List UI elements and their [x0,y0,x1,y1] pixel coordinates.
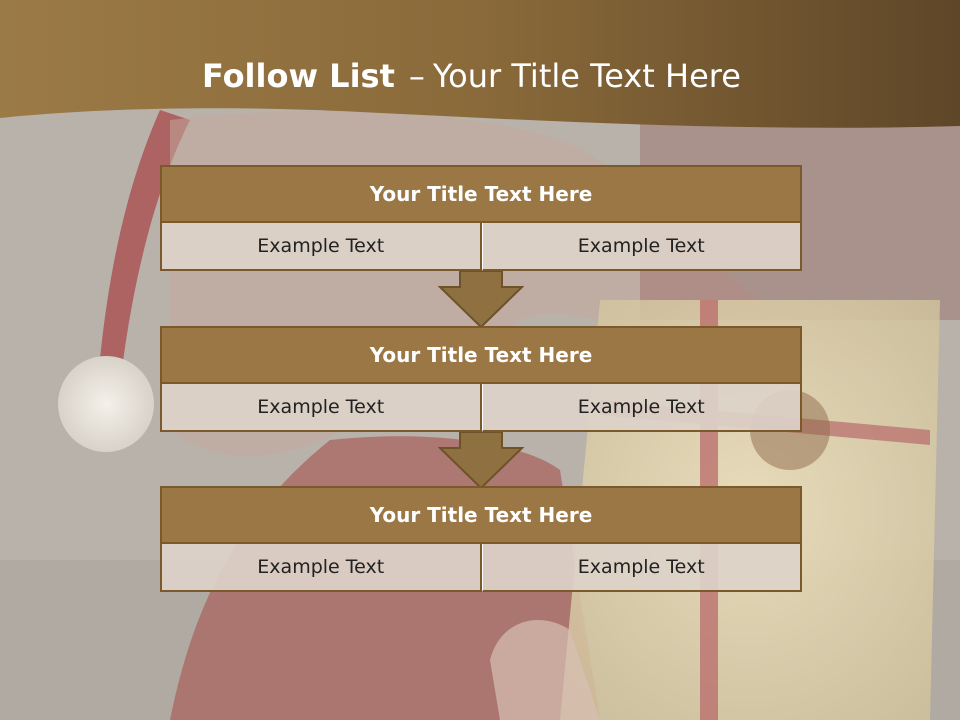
block-cell-left: Example Text [160,223,482,271]
block-title: Your Title Text Here [160,165,802,223]
block-row: Example Text Example Text [160,223,802,271]
block-title: Your Title Text Here [160,486,802,544]
block-title: Your Title Text Here [160,326,802,384]
block-cell-right: Example Text [481,223,802,271]
title-bold: Follow List [202,57,395,95]
block-cell-left: Example Text [160,384,482,432]
block-row: Example Text Example Text [160,384,802,432]
list-block-1: Your Title Text Here Example Text Exampl… [160,165,802,271]
block-cell-right: Example Text [481,384,802,432]
block-row: Example Text Example Text [160,544,802,592]
block-cell-left: Example Text [160,544,482,592]
down-arrow-icon [438,271,524,329]
slide-title: Follow List–Your Title Text Here [202,54,741,98]
title-separator: – [408,57,425,95]
block-cell-right: Example Text [481,544,802,592]
list-block-2: Your Title Text Here Example Text Exampl… [160,326,802,432]
down-arrow-icon [438,432,524,490]
title-rest: Your Title Text Here [432,57,741,95]
list-block-3: Your Title Text Here Example Text Exampl… [160,486,802,592]
